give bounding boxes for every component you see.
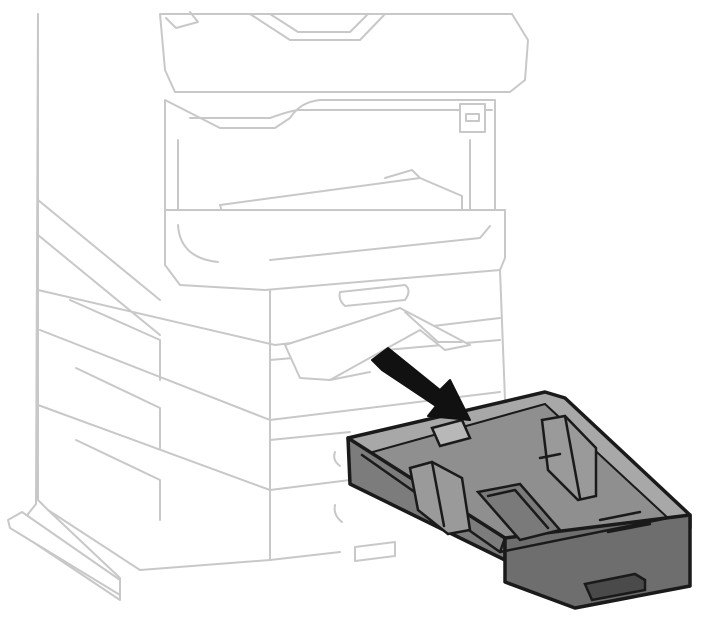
adf-cover: [159, 13, 529, 93]
length-guide[interactable]: [475, 482, 563, 542]
printer-body: [7, 11, 529, 601]
main-body-lower: [164, 209, 506, 291]
pull-out-arrow-icon: [371, 347, 471, 421]
usb-port-icon: [459, 103, 486, 133]
cassette-slot-open: [284, 307, 471, 381]
paper-cassette[interactable]: [346, 390, 692, 610]
back-stopper: [430, 418, 472, 448]
scanner-unit: [27, 13, 121, 601]
front-handle: [338, 284, 410, 307]
lower-cassette-handle: [354, 541, 396, 562]
cassette-handle-slot[interactable]: [583, 572, 647, 602]
printer-foot: [7, 511, 121, 596]
